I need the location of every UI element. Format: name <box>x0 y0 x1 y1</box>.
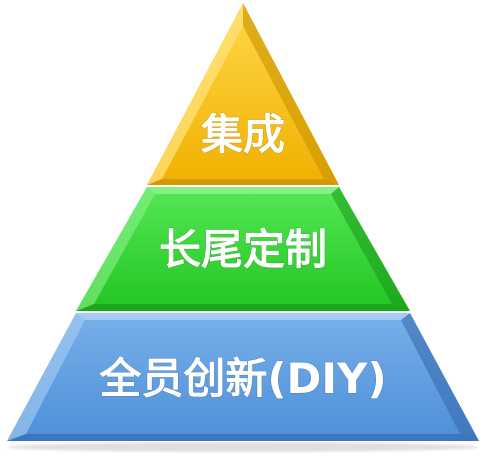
tier-middle-bevel-right <box>331 187 410 311</box>
tier-middle-bevel-bottom <box>76 304 410 311</box>
tier-top-bevel-right <box>243 3 339 185</box>
tier-top: 集成 <box>147 3 339 185</box>
tier-middle: 长尾定制 <box>76 187 410 311</box>
tier-top-bevel-left <box>147 3 243 185</box>
tier-bottom: 全员创新(DIY) <box>7 313 479 441</box>
tier-top-bevel-bottom <box>147 179 339 185</box>
tier-middle-bevel-top <box>147 187 339 194</box>
tier-bottom-bevel-left <box>7 313 85 441</box>
tier-top-shape <box>147 3 339 185</box>
tier-top-label: 集成 <box>200 110 285 159</box>
tier-middle-shape <box>76 187 410 311</box>
tier-bottom-label: 全员创新(DIY) <box>98 354 386 403</box>
tier-bottom-bevel-bottom <box>7 434 479 441</box>
tier-bottom-bevel-right <box>401 313 479 441</box>
pyramid-shadow <box>7 442 479 452</box>
tier-bottom-bevel-top <box>76 313 410 320</box>
tier-middle-label: 长尾定制 <box>159 225 327 274</box>
tier-middle-bevel-left <box>76 187 155 311</box>
tier-bottom-shape <box>7 313 479 441</box>
